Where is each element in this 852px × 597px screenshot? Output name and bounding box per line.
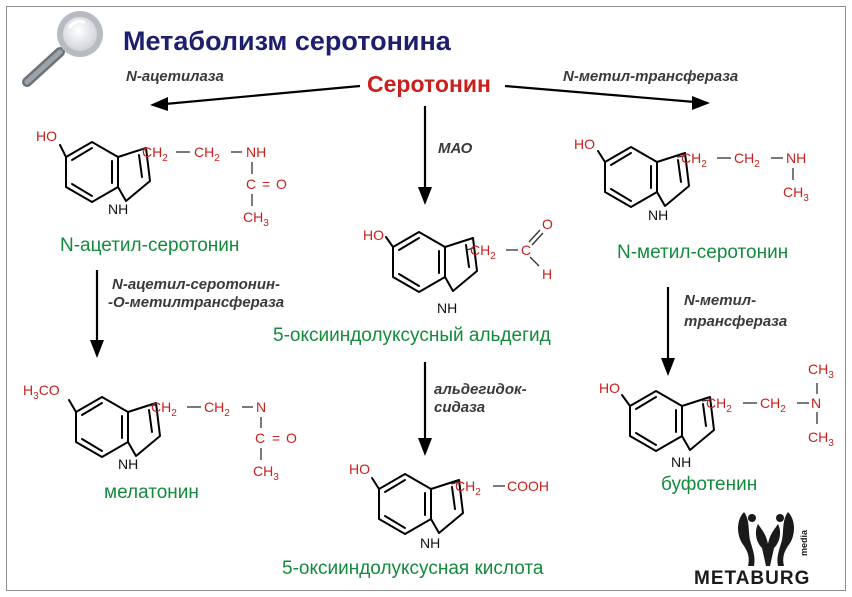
svg-text:HO: HO: [574, 136, 595, 152]
svg-text:C: C: [246, 176, 256, 192]
arrow-to-bufotenin: [661, 287, 675, 376]
svg-text:HO: HO: [363, 227, 384, 243]
svg-text:NH: NH: [420, 535, 440, 551]
svg-text:CH2: CH2: [734, 150, 760, 170]
svg-text:C: C: [255, 430, 265, 446]
svg-text:O: O: [542, 216, 553, 232]
svg-text:CH3: CH3: [808, 429, 834, 449]
svg-text:O: O: [286, 430, 297, 446]
svg-text:N: N: [811, 395, 821, 411]
enzyme-label-n-methyl-2: трансфераза: [684, 313, 787, 330]
svg-text:C: C: [521, 242, 531, 258]
page-title: Метаболизм серотонина: [123, 26, 452, 56]
svg-text:NH: NH: [108, 201, 128, 217]
svg-text:NH: NH: [118, 456, 138, 472]
arrow-to-hiaa: [418, 362, 432, 456]
svg-text:CH3: CH3: [253, 463, 279, 483]
svg-text:CH2: CH2: [142, 144, 168, 164]
enzyme-label-acetylase: N-ацетилаза: [126, 68, 224, 85]
svg-text:CH2: CH2: [760, 395, 786, 415]
compound-name-bufotenin: буфотенин: [661, 474, 757, 495]
svg-text:NH: NH: [246, 144, 266, 160]
svg-text:CH2: CH2: [470, 242, 496, 262]
svg-text:H3CO: H3CO: [23, 382, 60, 402]
svg-text:CH2: CH2: [204, 399, 230, 419]
molecule-melatonin: H3CO NH CH2 CH2 N C = O CH3: [23, 382, 297, 483]
svg-text:NH: NH: [786, 150, 806, 166]
logo-tag: media: [799, 529, 809, 556]
arrow-to-aldehyde: [418, 106, 432, 205]
molecule-hiaa: HO NH CH2 COOH: [349, 461, 549, 551]
svg-text:HO: HO: [349, 461, 370, 477]
compound-name-hiaa: 5-оксииндолуксусная кислота: [282, 558, 544, 579]
svg-text:HO: HO: [599, 380, 620, 396]
enzyme-label-mao: МАО: [438, 140, 473, 157]
compound-name-n-methyl-serotonin: N-метил-серотонин: [617, 242, 788, 263]
svg-text:CH3: CH3: [243, 209, 269, 229]
arrow-to-melatonin: [90, 270, 104, 358]
svg-text:CH3: CH3: [808, 361, 834, 381]
molecule-aldehyde: HO NH CH2 C O H: [363, 216, 553, 316]
enzyme-label-aldehyde-ox-2: сидаза: [434, 399, 485, 416]
enzyme-label-methyltransferase: N-метил-трансфераза: [563, 68, 738, 85]
svg-text:CH2: CH2: [151, 399, 177, 419]
svg-text:COOH: COOH: [507, 478, 549, 494]
svg-text:NH: NH: [437, 300, 457, 316]
svg-text:HO: HO: [36, 128, 57, 144]
svg-text:H: H: [542, 266, 552, 282]
magnifier-icon: [22, 11, 103, 87]
arrow-to-n-methyl: [504, 84, 710, 110]
enzyme-label-aldehyde-ox-1: альдегидок-: [434, 381, 527, 398]
enzyme-label-n-methyl-1: N-метил-: [684, 292, 756, 309]
svg-text:=: =: [272, 430, 280, 446]
svg-text:NH: NH: [648, 207, 668, 223]
molecule-n-acetyl-serotonin: HO NH CH2 CH2 NH C = O CH3: [36, 128, 287, 229]
arrow-to-n-acetyl: [150, 84, 361, 111]
molecule-bufotenin: HO NH CH2 CH2 N CH3 CH3: [599, 361, 834, 470]
logo-name: METABURG: [694, 568, 810, 589]
svg-text:O: O: [276, 176, 287, 192]
svg-text:CH2: CH2: [194, 144, 220, 164]
svg-text:=: =: [262, 176, 270, 192]
svg-text:CH2: CH2: [706, 395, 732, 415]
svg-text:CH2: CH2: [455, 478, 481, 498]
enzyme-label-acetyl-omt-2: -О-метилтрансфераза: [108, 294, 284, 311]
metaburg-logo-icon: [738, 512, 794, 566]
compound-name-n-acetyl-serotonin: N-ацетил-серотонин: [60, 235, 239, 256]
svg-text:CH2: CH2: [681, 150, 707, 170]
svg-text:NH: NH: [671, 454, 691, 470]
svg-text:N: N: [256, 399, 266, 415]
compound-name-aldehyde: 5-оксииндолуксусный альдегид: [273, 325, 551, 346]
center-compound-label: Серотонин: [367, 71, 491, 97]
svg-text:CH3: CH3: [783, 184, 809, 204]
molecule-n-methyl-serotonin: HO NH CH2 CH2 NH CH3: [574, 136, 809, 223]
enzyme-label-acetyl-omt-1: N-ацетил-серотонин-: [112, 276, 280, 293]
compound-name-melatonin: мелатонин: [104, 482, 199, 503]
